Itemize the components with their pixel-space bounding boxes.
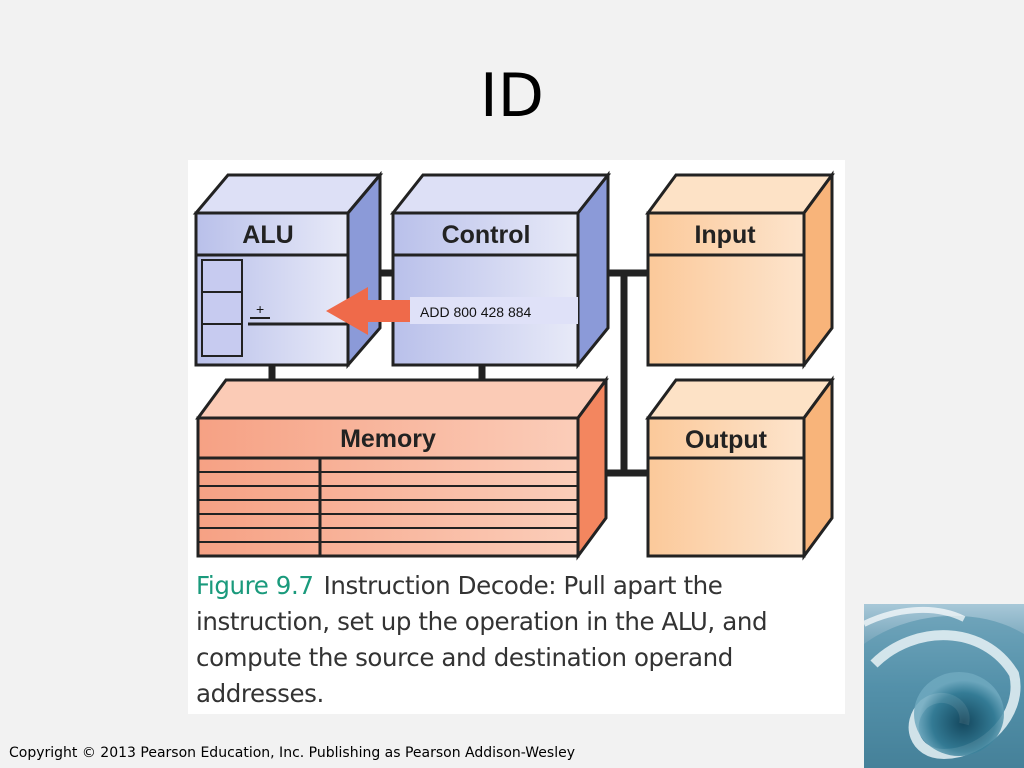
decode-arrow-icon <box>326 287 412 335</box>
input-box: Input <box>645 170 835 370</box>
alu-operator: + <box>256 301 264 317</box>
slide-title: ID <box>480 61 544 131</box>
memory-box: Memory <box>195 375 609 561</box>
instruction-text: ADD 800 428 884 <box>420 304 532 320</box>
input-label: Input <box>694 221 756 249</box>
memory-cells <box>198 458 578 556</box>
alu-registers <box>201 259 243 357</box>
output-label: Output <box>685 426 768 454</box>
instruction-tag: ADD 800 428 884 <box>410 297 578 324</box>
alu-label: ALU <box>242 221 293 249</box>
copyright-notice: Copyright © 2013 Pearson Education, Inc.… <box>9 745 575 761</box>
output-box: Output <box>645 375 835 561</box>
figure-number: Figure 9.7 <box>196 571 314 600</box>
alu-box: ALU + <box>192 170 384 370</box>
computer-architecture-diagram: ALU + Control Input <box>192 170 835 561</box>
control-label: Control <box>442 221 531 249</box>
wave-image <box>864 604 1024 768</box>
control-box: Control <box>389 170 612 370</box>
memory-label: Memory <box>340 425 436 453</box>
figure-caption-text: Instruction Decode: Pull apart the instr… <box>196 571 768 708</box>
figure-panel: ALU + Control Input <box>188 160 845 714</box>
